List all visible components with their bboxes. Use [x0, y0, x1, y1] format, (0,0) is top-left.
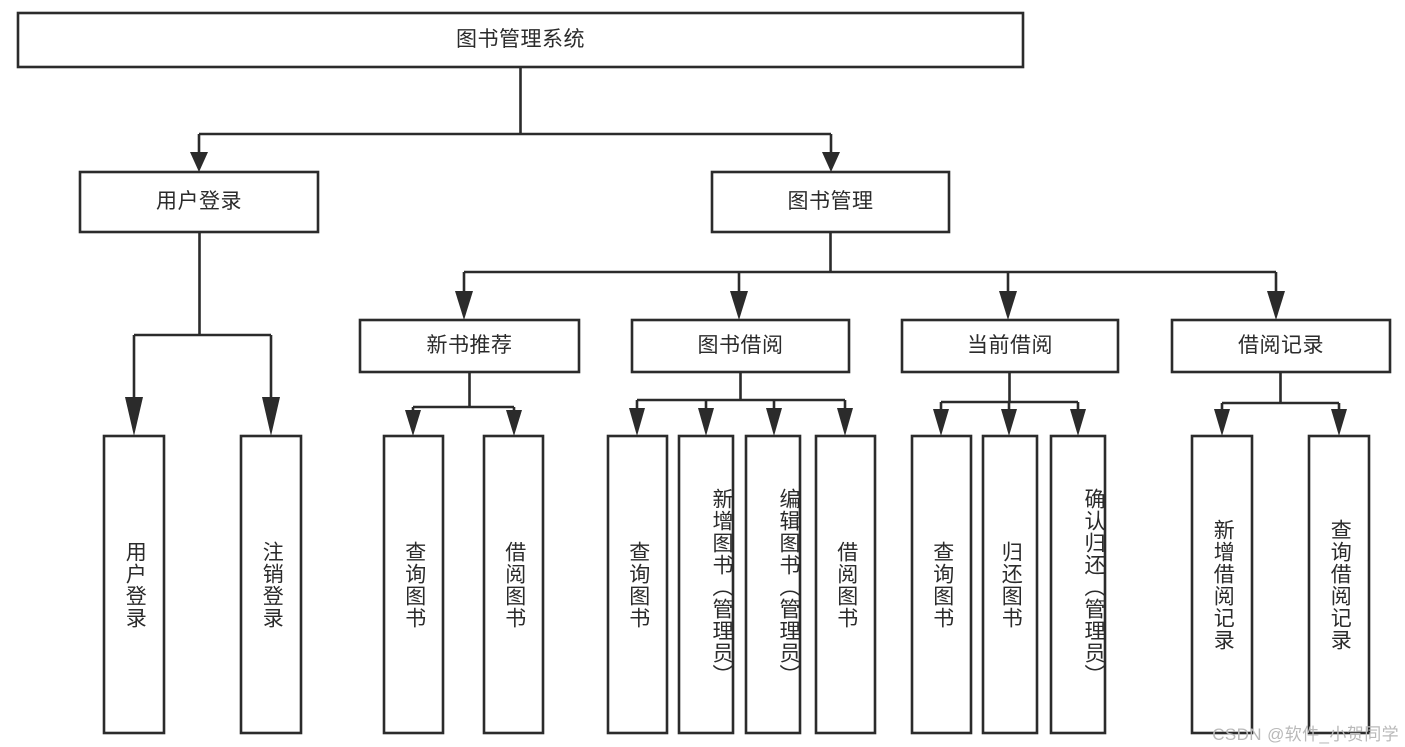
- new-book-recommend-text: 新书推荐: [426, 334, 513, 358]
- leaf-logout-text: 注销登录: [260, 540, 284, 629]
- node-box-leaf-cb-return-book[interactable]: [981, 434, 1039, 735]
- node-box-layer: [16, 11, 1392, 735]
- arrowhead-cb-leaf-3: [1070, 409, 1086, 436]
- arrowhead-leaf-logout: [262, 397, 280, 436]
- node-box-leaf-br-add-record[interactable]: [1190, 434, 1254, 735]
- connector-layer: [125, 67, 1347, 436]
- leaf-bb-add-book-text: 新增图书（管理员）: [710, 487, 733, 686]
- arrowhead-br-leaf-1: [1214, 409, 1230, 436]
- node-label-leaf-nb-borrow-book: 借阅图书: [484, 436, 543, 733]
- book-management-text: 图书管理: [787, 190, 874, 214]
- node-box-root[interactable]: [16, 11, 1025, 69]
- node-label-borrow-record: 借阅记录: [1172, 320, 1390, 372]
- node-label-leaf-bb-edit-book: 编辑图书（管理员）: [746, 436, 800, 735]
- arrowhead-user-login: [190, 152, 208, 172]
- node-label-leaf-bb-borrow-book: 借阅图书: [816, 436, 875, 733]
- arrowhead-bb-leaf-2: [698, 408, 714, 436]
- arrowhead-bb-leaf-3: [766, 408, 782, 436]
- node-label-leaf-user-login: 用户登录: [104, 436, 164, 733]
- root-title-text: 图书管理系统: [456, 28, 585, 52]
- node-box-leaf-logout[interactable]: [239, 434, 303, 735]
- node-label-leaf-br-query-record: 查询借阅记录: [1309, 436, 1369, 733]
- leaf-cb-return-book-text: 归还图书: [999, 540, 1023, 629]
- leaf-br-query-record-text: 查询借阅记录: [1328, 518, 1352, 651]
- node-label-leaf-cb-query-book: 查询图书: [912, 436, 971, 733]
- book-borrow-text: 图书借阅: [697, 334, 784, 358]
- node-label-leaf-bb-query-book: 查询图书: [608, 436, 667, 733]
- node-label-user-login: 用户登录: [80, 172, 318, 232]
- user-login-text: 用户登录: [156, 190, 242, 214]
- node-label-root: 图书管理系统: [18, 13, 1023, 67]
- node-label-leaf-bb-add-book: 新增图书（管理员）: [679, 436, 733, 735]
- node-label-current-borrow: 当前借阅: [902, 320, 1118, 372]
- arrowhead-current-borrow: [999, 291, 1017, 320]
- node-box-new-book-recommend[interactable]: [358, 318, 581, 374]
- leaf-bb-query-book-text: 查询图书: [626, 540, 650, 629]
- arrowhead-leaf-user-login: [125, 397, 143, 436]
- arrowhead-book-borrow: [730, 291, 748, 320]
- node-label-book-management: 图书管理: [712, 172, 949, 232]
- arrowhead-borrow-record: [1267, 291, 1285, 320]
- leaf-bb-edit-book-text: 编辑图书（管理员）: [777, 487, 800, 686]
- node-label-new-book-recommend: 新书推荐: [360, 320, 579, 372]
- node-box-leaf-bb-add-book[interactable]: [677, 434, 735, 735]
- arrowhead-cb-leaf-1: [933, 409, 949, 436]
- node-box-current-borrow[interactable]: [900, 318, 1120, 374]
- node-box-leaf-bb-borrow-book[interactable]: [814, 434, 877, 735]
- leaf-user-login-text: 用户登录: [123, 540, 147, 629]
- watermark-label: CSDN @软件_小贺同学: [1212, 725, 1399, 744]
- leaf-nb-borrow-book-text: 借阅图书: [502, 540, 526, 629]
- arrowhead-book-mgmt: [822, 152, 840, 172]
- node-label-leaf-nb-query-book: 查询图书: [384, 436, 443, 733]
- arrowhead-cb-leaf-2: [1001, 409, 1017, 436]
- node-label-leaf-cb-return-book: 归还图书: [983, 436, 1037, 733]
- arrowhead-bb-leaf-1: [629, 408, 645, 436]
- node-box-leaf-nb-borrow-book[interactable]: [482, 434, 545, 735]
- current-borrow-text: 当前借阅: [967, 334, 1053, 358]
- node-box-leaf-bb-query-book[interactable]: [606, 434, 669, 735]
- node-box-user-login[interactable]: [78, 170, 320, 234]
- arrowhead-br-leaf-2: [1331, 409, 1347, 436]
- leaf-bb-borrow-book-text: 借阅图书: [834, 540, 858, 629]
- node-box-leaf-cb-query-book[interactable]: [910, 434, 973, 735]
- arrowhead-nb-leaf-1: [405, 410, 421, 436]
- node-label-book-borrow: 图书借阅: [632, 320, 849, 372]
- node-box-book-management[interactable]: [710, 170, 951, 234]
- node-box-borrow-record[interactable]: [1170, 318, 1392, 374]
- leaf-br-add-record-text: 新增借阅记录: [1211, 518, 1235, 651]
- node-box-book-borrow[interactable]: [630, 318, 851, 374]
- leaf-cb-query-book-text: 查询图书: [930, 540, 954, 629]
- node-label-leaf-logout: 注销登录: [241, 436, 301, 733]
- leaf-cb-confirm-return-text: 确认归还（管理员）: [1082, 487, 1105, 686]
- leaf-nb-query-book-text: 查询图书: [402, 540, 426, 629]
- borrow-record-text: 借阅记录: [1238, 334, 1324, 358]
- arrowhead-bb-leaf-4: [837, 408, 853, 436]
- node-box-leaf-nb-query-book[interactable]: [382, 434, 445, 735]
- node-box-leaf-cb-confirm-return[interactable]: [1049, 434, 1107, 735]
- node-label-leaf-cb-confirm-return: 确认归还（管理员）: [1051, 436, 1105, 735]
- node-label-leaf-br-add-record: 新增借阅记录: [1192, 436, 1252, 733]
- node-box-leaf-bb-edit-book[interactable]: [744, 434, 802, 735]
- node-box-leaf-user-login[interactable]: [102, 434, 166, 735]
- arrowhead-nb-leaf-2: [506, 410, 522, 436]
- node-box-leaf-br-query-record[interactable]: [1307, 434, 1371, 735]
- arrowhead-new-book: [455, 291, 473, 320]
